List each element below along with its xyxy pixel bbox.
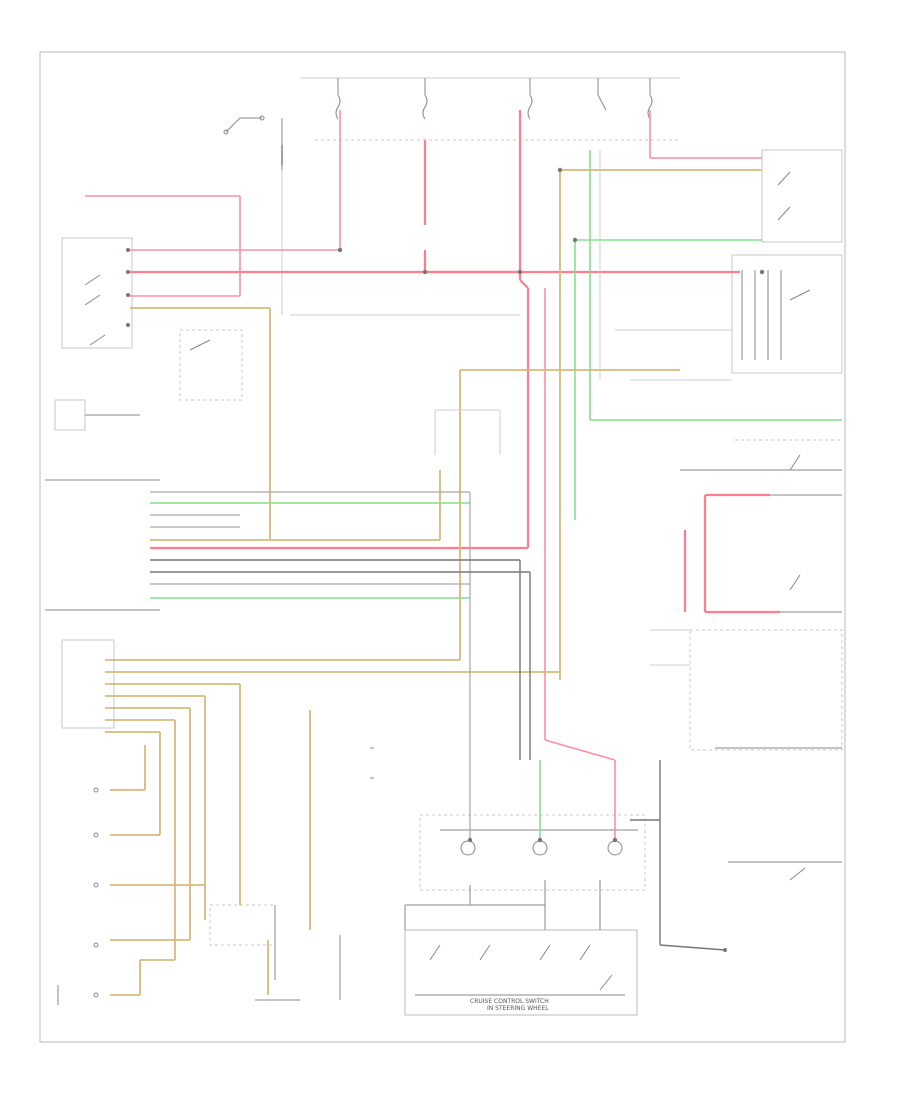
tan-wires: [105, 169, 762, 996]
green-wires: [150, 150, 842, 840]
switch-block-sublabel: IN STEERING WHEEL: [487, 1005, 549, 1012]
junction-dots: [337, 167, 765, 843]
switch-block-label: CRUISE CONTROL SWITCH: [470, 998, 549, 1005]
cruise-switch-block: CRUISE CONTROL SWITCH IN STEERING WHEEL: [404, 880, 638, 1016]
stop-lamp-switch: [61, 237, 133, 349]
cruise-control-module-left: [45, 479, 160, 729]
left-sensors: [57, 787, 99, 1005]
gray-wires: [150, 150, 732, 951]
right-mid-module: [731, 254, 843, 374]
diagram-frame: [39, 51, 846, 1043]
bottom-center-components: [209, 904, 341, 1001]
right-cruise-module: [689, 574, 843, 751]
legend-marks: [370, 747, 374, 779]
center-connector: [419, 814, 646, 891]
right-clutch-switch: [680, 439, 842, 496]
ignition-switch: [223, 115, 283, 315]
right-bottom-switch: [723, 861, 842, 952]
fuse-panel-top: [300, 77, 680, 141]
right-top-relay: [761, 149, 843, 243]
brake-switch-module: [179, 329, 243, 401]
clutch-switch: [54, 399, 140, 431]
red-wires: [85, 110, 780, 840]
